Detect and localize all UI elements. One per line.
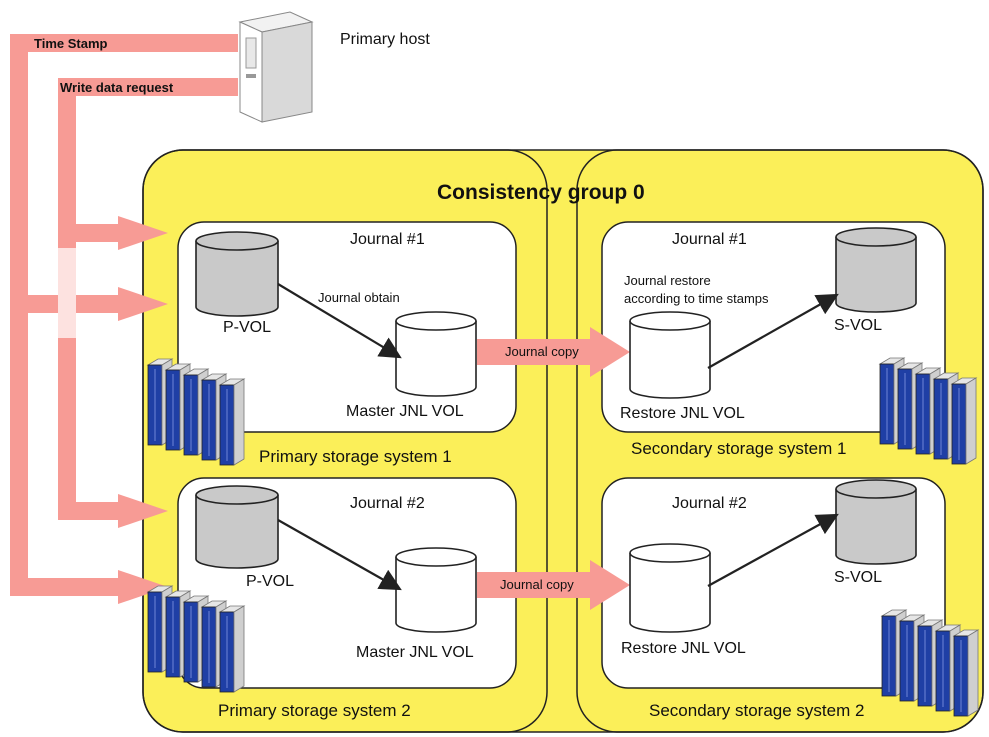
secondary2-journal-label: Journal #2 (672, 495, 747, 512)
secondary1-jnl-label: Restore JNL VOL (620, 405, 745, 422)
journal-copy-label-2: Journal copy (500, 577, 574, 592)
primary-host-label: Primary host (340, 31, 430, 48)
journal-copy-label-1: Journal copy (505, 344, 579, 359)
time-stamp-label: Time Stamp (34, 36, 108, 51)
master-jnl-cylinder-2 (395, 547, 477, 633)
secondary1-journal-label: Journal #1 (672, 231, 747, 248)
signal-crossing (58, 248, 76, 338)
secondary-system2-name: Secondary storage system 2 (649, 701, 865, 720)
journal-obtain-label: Journal obtain (318, 290, 400, 305)
secondary-system1-name: Secondary storage system 1 (631, 439, 847, 458)
primary1-journal-label: Journal #1 (350, 231, 425, 248)
journal-restore-label-line2: according to time stamps (624, 291, 769, 306)
primary1-jnl-label: Master JNL VOL (346, 403, 464, 420)
storage-rack-icon-secondary-1 (878, 357, 978, 465)
primary2-journal-label: Journal #2 (350, 495, 425, 512)
journal-restore-arrow-1 (707, 293, 839, 369)
pvol-cylinder-1 (195, 231, 279, 317)
restore-jnl-cylinder-1 (629, 311, 711, 399)
consistency-group-title: Consistency group 0 (437, 181, 645, 204)
journal-restore-arrow-2 (707, 513, 839, 587)
pvol-cylinder-2 (195, 485, 279, 569)
server-icon (238, 11, 314, 123)
svol-cylinder-1 (835, 227, 917, 313)
primary-system1-name: Primary storage system 1 (259, 447, 452, 466)
storage-rack-icon-primary-2 (146, 585, 246, 693)
secondary2-svol-label: S-VOL (834, 569, 883, 586)
journal-obtain-arrow-1 (277, 283, 402, 359)
journal-copy-arrow-2 (477, 560, 630, 610)
storage-rack-icon-primary-1 (146, 358, 246, 466)
primary-system2-name: Primary storage system 2 (218, 701, 411, 720)
secondary-column-divider (576, 149, 984, 733)
svol-cylinder-2 (835, 479, 917, 565)
journal-obtain-arrow-2 (277, 519, 402, 591)
primary-column-divider (142, 149, 548, 733)
restore-jnl-cylinder-2 (629, 543, 711, 633)
journal-copy-arrow-1 (477, 327, 630, 377)
master-jnl-cylinder-1 (395, 311, 477, 397)
primary1-pvol-label: P-VOL (223, 319, 272, 336)
primary2-jnl-label: Master JNL VOL (356, 644, 474, 661)
write-request-label: Write data request (60, 80, 174, 95)
storage-rack-icon-secondary-2 (880, 609, 980, 717)
journal-restore-label-line1: Journal restore (624, 273, 711, 288)
primary2-pvol-label: P-VOL (246, 573, 295, 590)
secondary2-jnl-label: Restore JNL VOL (621, 640, 746, 657)
secondary1-svol-label: S-VOL (834, 317, 883, 334)
